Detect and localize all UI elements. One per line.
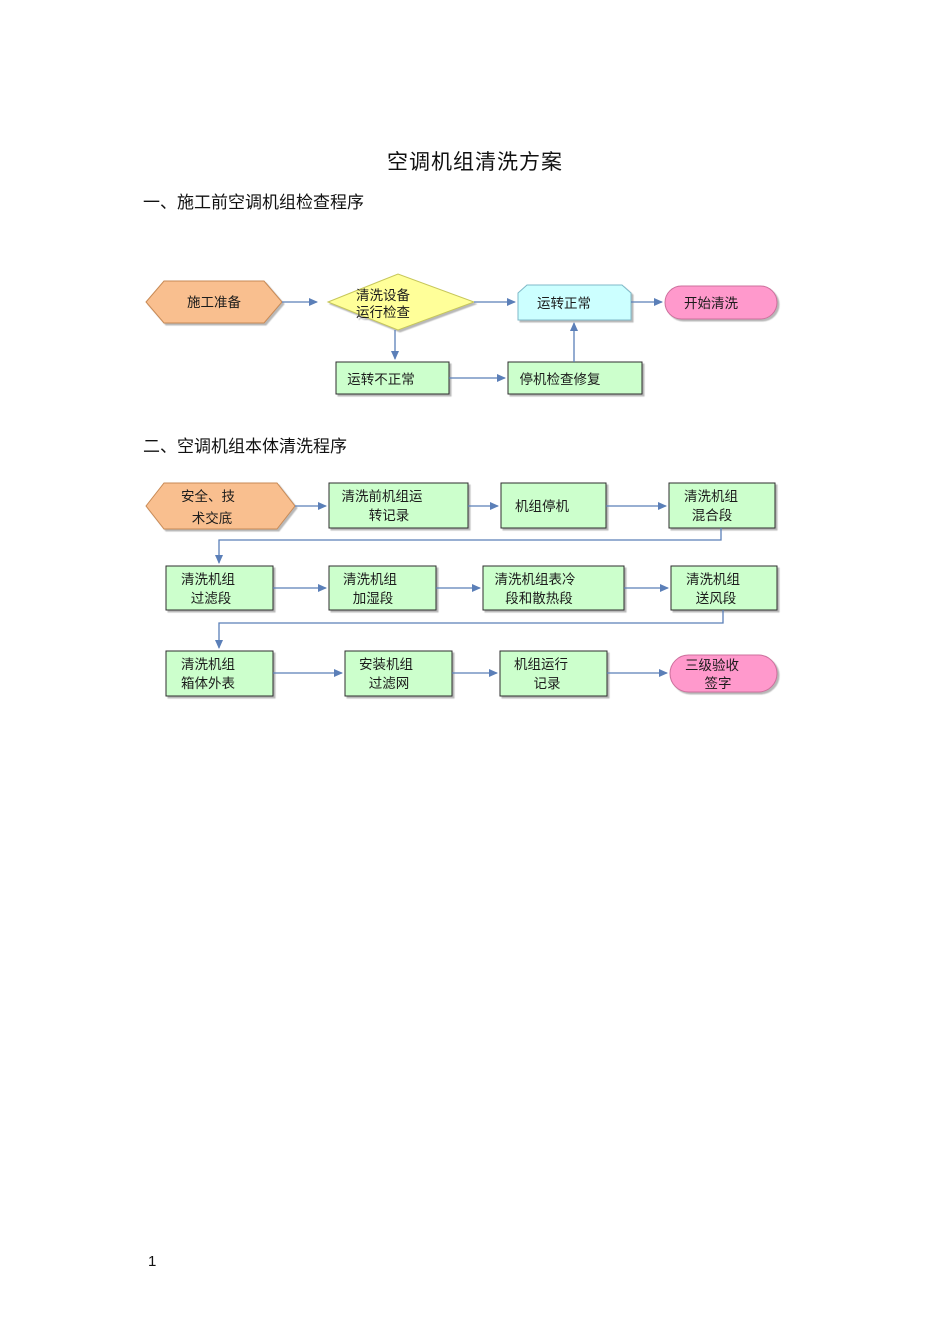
node-run-record-label-1: 机组运行 [514, 657, 568, 673]
node-record-before-label-2: 转记录 [369, 508, 410, 524]
node-fan-label-2: 送风段 [696, 591, 737, 607]
node-casing-label-1: 清洗机组 [181, 657, 235, 673]
node-acceptance-label-1: 三级验收 [685, 658, 739, 674]
node-shape [668, 482, 776, 529]
section-heading-1: 一、施工前空调机组检查程序 [143, 193, 364, 213]
node-coil: 清洗机组表冷 段和散热段 [482, 565, 625, 611]
node-abnormal-label: 运转不正常 [347, 372, 415, 388]
node-normal: 运转正常 [517, 284, 632, 321]
node-shape [507, 361, 643, 395]
node-humidify-label-2: 加湿段 [353, 591, 394, 607]
node-mixing-label-1: 清洗机组 [684, 489, 738, 505]
node-run-record: 机组运行 记录 [499, 650, 608, 697]
node-check-label-1: 清洗设备 [356, 287, 410, 304]
node-filter-label-1: 清洗机组 [181, 572, 235, 588]
node-filter-label-2: 过滤段 [191, 591, 232, 607]
node-shape [517, 284, 632, 321]
node-casing: 清洗机组 箱体外表 [165, 650, 274, 697]
node-install-filter-label-1: 安装机组 [359, 657, 413, 673]
node-shape [328, 565, 437, 611]
node-repair-label: 停机检查修复 [520, 371, 601, 388]
node-prep: 施工准备 [145, 280, 283, 324]
flowchart-1: 施工准备 清洗设备 运行检查 运转正常 开始清洗 运转不正常 停机检查修复 [145, 273, 778, 395]
node-shape [165, 565, 274, 611]
node-mixing-label-2: 混合段 [692, 508, 733, 524]
node-humidify: 清洗机组 加湿段 [328, 565, 437, 611]
node-casing-label-2: 箱体外表 [181, 676, 235, 692]
node-abnormal: 运转不正常 [335, 361, 450, 395]
node-humidify-label-1: 清洗机组 [343, 572, 397, 588]
node-fan-label-1: 清洗机组 [686, 572, 740, 588]
section-heading-2: 二、空调机组本体清洗程序 [143, 437, 347, 457]
node-start-label: 开始清洗 [684, 296, 738, 312]
node-shape [344, 650, 453, 697]
node-check: 清洗设备 运行检查 [326, 273, 476, 331]
node-shape [500, 482, 607, 529]
node-shutdown: 机组停机 [500, 482, 607, 529]
flowchart-2: 安全、技 术交底 清洗前机组运 转记录 机组停机 清洗机组 混合段 清洗机组 过… [145, 482, 778, 697]
node-shape [664, 285, 778, 320]
node-fan: 清洗机组 送风段 [670, 565, 778, 611]
edge-mixing-filter [215, 528, 722, 564]
edge-fan-casing [215, 610, 724, 649]
page-number: 1 [148, 1253, 157, 1270]
node-shutdown-label: 机组停机 [515, 498, 569, 515]
node-shape [482, 565, 625, 611]
node-shape [165, 650, 274, 697]
flowcharts: 施工准备 清洗设备 运行检查 运转正常 开始清洗 运转不正常 停机检查修复 [145, 273, 778, 697]
node-run-record-label-2: 记录 [534, 676, 561, 692]
node-check-label-2: 运行检查 [356, 305, 410, 321]
node-acceptance-label-2: 签字 [705, 675, 732, 692]
node-shape [670, 565, 778, 611]
node-shape [499, 650, 608, 697]
node-briefing-label-2: 术交底 [192, 510, 233, 527]
node-record-before: 清洗前机组运 转记录 [328, 482, 469, 529]
node-briefing-label-1: 安全、技 [181, 488, 235, 505]
node-prep-label: 施工准备 [187, 294, 241, 311]
node-mixing: 清洗机组 混合段 [668, 482, 776, 529]
node-briefing: 安全、技 术交底 [145, 482, 296, 530]
node-coil-label-2: 段和散热段 [505, 591, 573, 607]
node-shape [328, 482, 469, 529]
node-start: 开始清洗 [664, 285, 778, 320]
node-acceptance: 三级验收 签字 [669, 654, 778, 693]
page-title: 空调机组清洗方案 [387, 150, 563, 174]
node-install-filter: 安装机组 过滤网 [344, 650, 453, 697]
node-install-filter-label-2: 过滤网 [369, 676, 410, 692]
node-coil-label-1: 清洗机组表冷 [495, 572, 576, 588]
node-filter: 清洗机组 过滤段 [165, 565, 274, 611]
node-shape [669, 654, 778, 693]
node-record-before-label-1: 清洗前机组运 [342, 488, 423, 505]
node-normal-label: 运转正常 [537, 296, 591, 312]
node-repair: 停机检查修复 [507, 361, 643, 395]
